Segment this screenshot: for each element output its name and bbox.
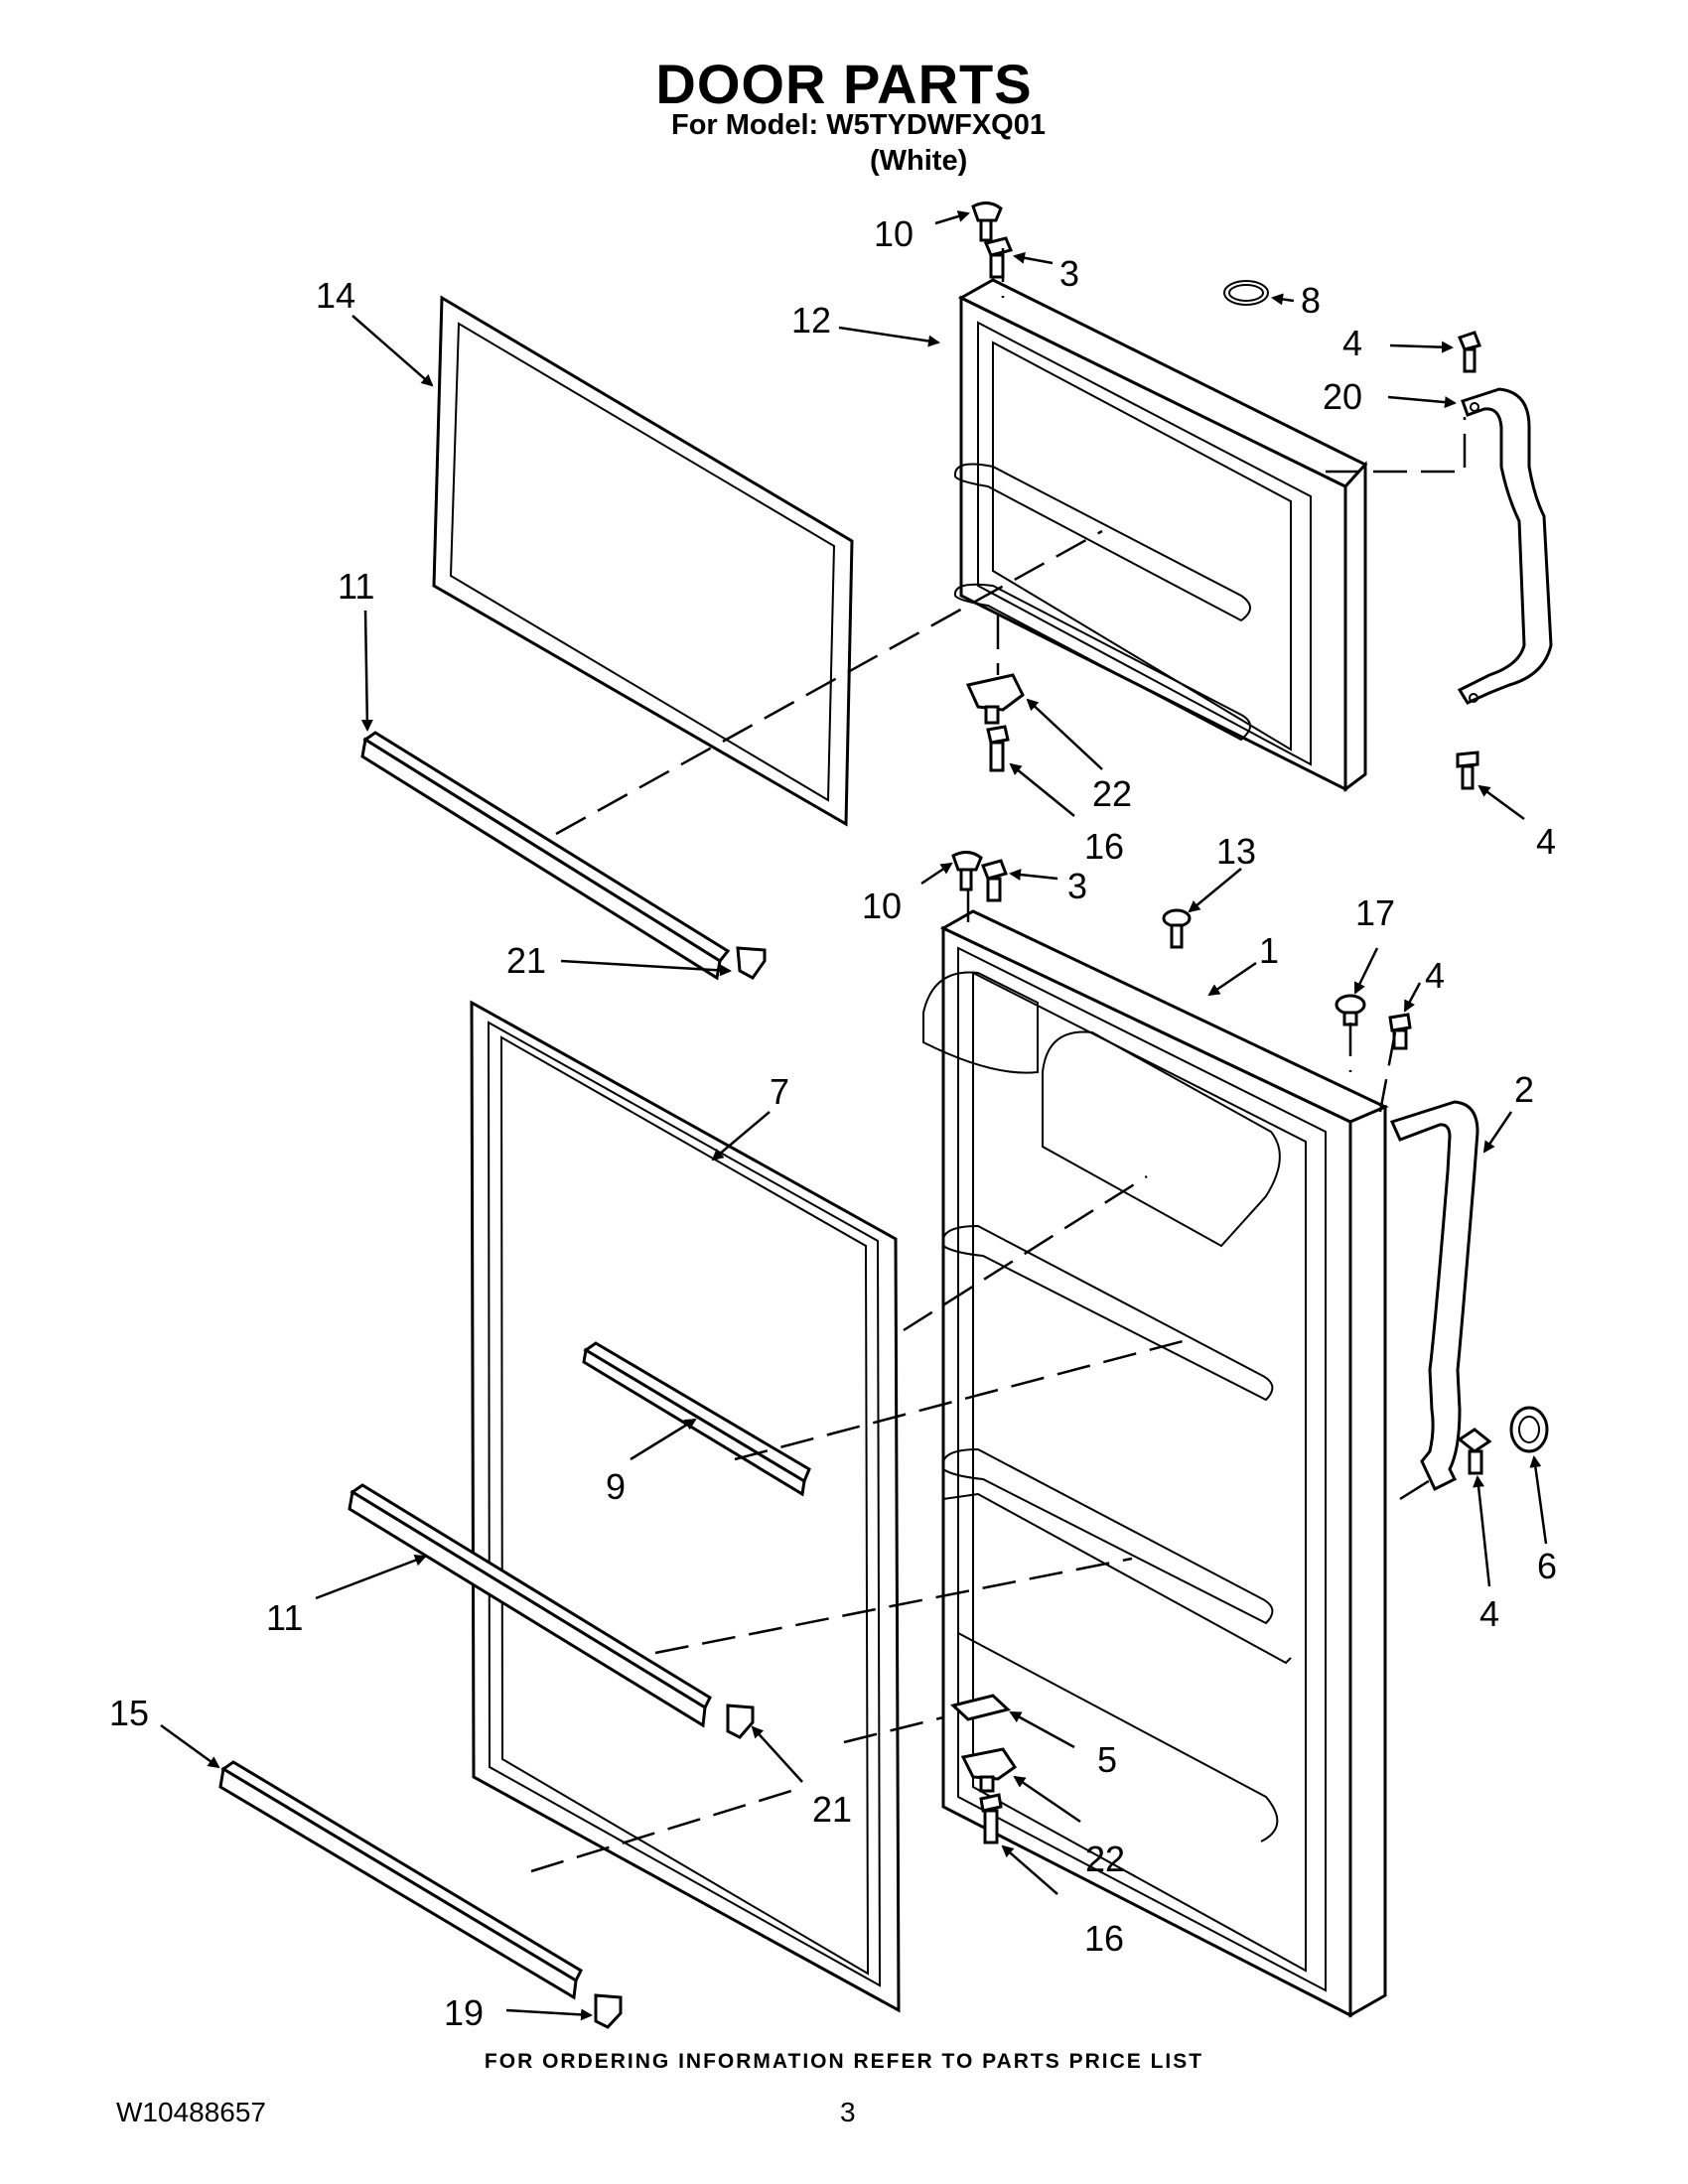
bottom-hinge-screw — [979, 1793, 1003, 1844]
callout-4: 4 — [1342, 323, 1362, 363]
handle-mount-screw — [1457, 1428, 1492, 1475]
screw-middle — [981, 859, 1008, 902]
callout-9: 9 — [606, 1466, 626, 1507]
callout-10: 10 — [874, 213, 914, 254]
plug-button — [1162, 908, 1192, 949]
fresh-food-door-trim — [348, 1483, 755, 1739]
fresh-food-door — [922, 909, 1389, 2018]
freezer-handle — [1457, 387, 1553, 705]
hinge-pin-top — [971, 202, 1003, 242]
callout-leaders — [160, 210, 1548, 2021]
callout-16: 16 — [1084, 1918, 1124, 1959]
callout-8: 8 — [1301, 280, 1321, 321]
callout-1: 1 — [1259, 930, 1279, 971]
bottom-hinge-bracket — [960, 1747, 1018, 1793]
model-line: For Model: W5TYDWFXQ01 — [671, 109, 1046, 141]
callout-13: 13 — [1216, 831, 1256, 872]
callout-14: 14 — [316, 275, 355, 316]
callout-3: 3 — [1059, 253, 1079, 294]
callout-2: 2 — [1514, 1069, 1534, 1110]
freezer-door — [953, 278, 1368, 792]
handle-screw-lower — [1456, 751, 1479, 790]
assembly-guide-lines — [530, 248, 1467, 1873]
callout-7: 7 — [770, 1071, 789, 1112]
callout-21: 21 — [812, 1789, 852, 1830]
callout-19: 19 — [444, 1992, 484, 2033]
callout-22: 22 — [1085, 1839, 1125, 1879]
callout-12: 12 — [791, 300, 831, 341]
callout-11: 11 — [338, 566, 374, 607]
callout-11: 11 — [266, 1597, 303, 1638]
handle-screw-middle — [1388, 1013, 1412, 1050]
washer-ring — [1223, 280, 1269, 306]
fresh-food-door-gasket — [470, 1000, 901, 2013]
color-line: (White) — [870, 145, 968, 177]
callout-4: 4 — [1425, 955, 1445, 996]
hole-plug — [1335, 994, 1366, 1026]
hinge-shim — [949, 1694, 1012, 1721]
callout-17: 17 — [1355, 892, 1395, 933]
callout-16: 16 — [1084, 826, 1124, 867]
callout-3: 3 — [1067, 866, 1087, 906]
callout-labels: 10 3 8 4 20 14 12 11 22 16 4 10 3 13 17 … — [109, 213, 1557, 2033]
callout-20: 20 — [1323, 376, 1362, 417]
callout-15: 15 — [109, 1693, 149, 1733]
handle-screw-upper — [1457, 331, 1481, 373]
fresh-food-handle — [1389, 1100, 1479, 1492]
callout-4: 4 — [1479, 1593, 1499, 1634]
document-number: W10488657 — [116, 2097, 267, 2127]
callout-6: 6 — [1537, 1546, 1557, 1586]
screw-top — [983, 236, 1014, 279]
ordering-note: FOR ORDERING INFORMATION REFER TO PARTS … — [484, 2050, 1204, 2073]
callout-5: 5 — [1097, 1739, 1117, 1780]
handle-mount-cap — [1509, 1406, 1549, 1453]
callout-22: 22 — [1092, 773, 1132, 814]
callout-21: 21 — [506, 940, 546, 981]
page-number: 3 — [840, 2097, 856, 2127]
bottom-door-trim — [218, 1760, 623, 2029]
hinge-pin-middle — [951, 851, 983, 891]
callout-10: 10 — [862, 886, 902, 926]
freezer-door-trim — [360, 731, 767, 981]
callout-4: 4 — [1536, 821, 1556, 862]
freezer-hinge-screw — [986, 725, 1010, 772]
page-title: DOOR PARTS — [655, 53, 1033, 115]
freezer-hinge-bracket — [965, 673, 1025, 725]
freezer-door-gasket — [432, 295, 854, 827]
